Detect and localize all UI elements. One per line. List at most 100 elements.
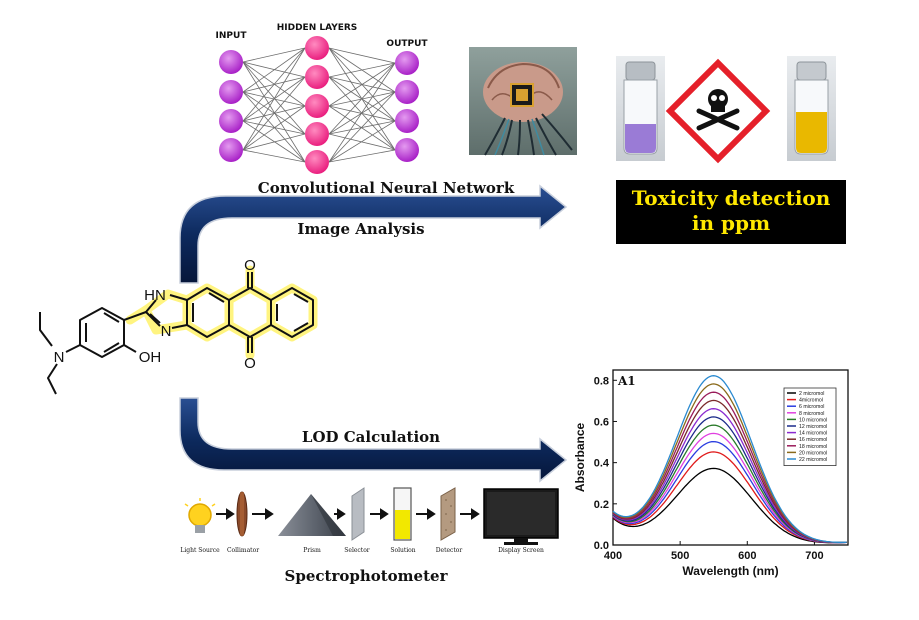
nn-connection — [242, 47, 306, 151]
prism-icon — [278, 494, 346, 536]
nn-connection — [328, 62, 396, 163]
legend-label: 4micromol — [799, 398, 823, 404]
nn-connection — [242, 47, 306, 63]
x-tick-label: 700 — [805, 550, 823, 562]
bottom-arrow — [179, 397, 568, 483]
flow-bottom-label: LOD Calculation — [302, 428, 440, 446]
nn-output-node — [395, 80, 419, 104]
molecule-nh-label: HN — [144, 287, 166, 304]
display-screen-icon — [483, 488, 559, 545]
nn-connection — [242, 61, 306, 135]
legend-label: 2 micromol — [799, 391, 824, 397]
x-tick-label: 400 — [604, 550, 622, 562]
nn-hidden-node — [305, 65, 329, 89]
nn-connection — [242, 91, 306, 163]
flow-top-label: Image Analysis — [297, 220, 424, 238]
spectro-part-label: Selector — [344, 547, 370, 554]
spectro-part-label: Display Screen — [498, 547, 544, 554]
y-tick-label: 0.4 — [594, 458, 610, 470]
toxicity-line-1: Toxicity detection — [631, 186, 831, 210]
chart-title: A1 — [617, 374, 636, 388]
nn-input-label: INPUT — [216, 31, 248, 41]
spectro-connector-arrows — [216, 508, 480, 520]
nn-input-node — [219, 80, 243, 104]
molecule-o-top-label: O — [244, 257, 256, 274]
molecule-n-label: N — [161, 323, 172, 340]
molecule-oh-label: OH — [139, 349, 162, 366]
spectro-part-label: Detector — [436, 547, 463, 554]
nn-hidden-node — [305, 122, 329, 146]
nn-connection — [328, 105, 396, 122]
legend-label: 14 micromol — [799, 431, 827, 437]
nn-connection — [328, 91, 396, 163]
x-tick-label: 500 — [671, 550, 689, 562]
legend-label: 18 micromol — [799, 444, 827, 450]
nn-input-node — [219, 50, 243, 74]
nn-connection — [328, 133, 396, 151]
nn-input-node — [219, 109, 243, 133]
detector-icon — [440, 487, 456, 541]
nn-connection — [328, 62, 396, 107]
nn-connection — [328, 105, 396, 151]
nn-connection — [328, 62, 396, 78]
spectrophotometer-schematic: Light Source Collimator Prism Selector Solut… — [180, 487, 559, 554]
spectro-title: Spectrophotometer — [285, 567, 449, 585]
nn-hidden-node — [305, 94, 329, 118]
toxicity-detection-box: Toxicity detection in ppm — [616, 180, 846, 244]
nn-hidden-node — [305, 150, 329, 174]
spectro-part-label: Collimator — [227, 547, 259, 554]
vial-yellow-image — [787, 56, 836, 161]
y-axis-label: Absorbance — [573, 423, 587, 493]
nn-connection — [328, 120, 396, 163]
nn-output-node — [395, 51, 419, 75]
legend-label: 10 micromol — [799, 417, 827, 423]
legend-label: 16 micromol — [799, 437, 827, 443]
selector-icon — [351, 487, 365, 541]
legend-label: 20 micromol — [799, 450, 827, 456]
nn-connection — [328, 47, 396, 64]
legend-label: 12 micromol — [799, 424, 827, 430]
toxic-hazard-icon — [665, 58, 771, 164]
y-tick-label: 0.6 — [594, 416, 609, 428]
nn-connection — [242, 105, 306, 151]
molecule-amine-n-label: N — [54, 349, 65, 366]
brain-chip-image — [469, 47, 577, 156]
flow-arrows — [179, 184, 568, 483]
series-line — [612, 467, 847, 544]
nn-input-node — [219, 138, 243, 162]
toxicity-line-2: in ppm — [691, 211, 771, 235]
nn-hidden-label: HIDDEN LAYERS — [277, 23, 358, 33]
top-arrow — [179, 184, 568, 284]
nn-output-label: OUTPUT — [386, 39, 428, 49]
nn-connection — [328, 62, 396, 135]
nn-connection — [242, 149, 306, 163]
vial-purple-image — [616, 56, 665, 161]
legend-label: 8 micromol — [799, 411, 824, 417]
nn-connection — [328, 149, 396, 163]
nn-connection — [242, 47, 306, 122]
nn-connection — [242, 61, 306, 163]
legend-label: 6 micromol — [799, 404, 824, 410]
spectro-part-label: Solution — [390, 547, 415, 554]
nn-output-node — [395, 109, 419, 133]
nn-connection — [242, 120, 306, 163]
x-tick-label: 600 — [738, 550, 756, 562]
legend-label: 22 micromol — [799, 457, 827, 463]
nn-connection — [242, 133, 306, 151]
y-tick-label: 0.0 — [594, 540, 609, 552]
spectro-part-label: Prism — [303, 547, 321, 554]
molecule-structure: HN N OH N O O — [39, 257, 318, 395]
neural-network-diagram — [219, 36, 419, 174]
nn-connection — [242, 76, 306, 151]
molecule-o-bottom-label: O — [244, 355, 256, 372]
spectro-part-label: Light Source — [180, 547, 220, 554]
y-tick-label: 0.2 — [594, 499, 609, 511]
y-tick-label: 0.8 — [594, 375, 609, 387]
nn-connection — [242, 61, 306, 78]
collimator-icon — [236, 491, 248, 537]
light-bulb-icon — [184, 498, 216, 533]
solution-cuvette-icon — [393, 487, 412, 541]
nn-title: Convolutional Neural Network — [258, 179, 515, 197]
